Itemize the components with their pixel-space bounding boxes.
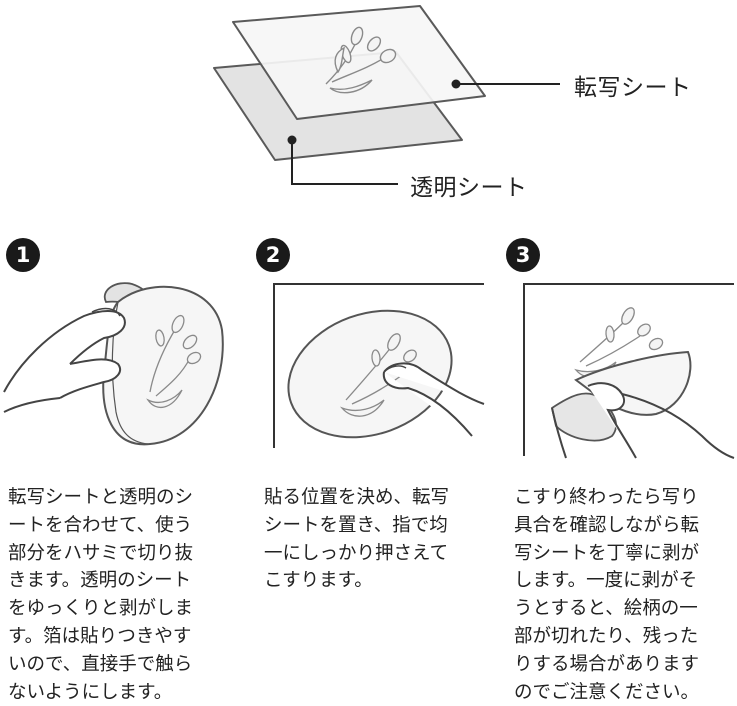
step-3-line: 部が切れたり、残った: [514, 625, 699, 647]
step-2-line: 貼る位置を決め、転写: [264, 487, 450, 508]
step-2-line: 一にしっかり押さえて: [264, 542, 449, 564]
step-1-line: をゆっくりと剥がしま: [8, 598, 194, 620]
sheets-diagram: [213, 5, 560, 185]
step-3-line: します。一度に剥がそ: [514, 570, 698, 592]
step-3-line: うとすると、絵柄の一: [514, 598, 698, 620]
step-1-line: 部分をハサミで切り抜: [8, 542, 194, 564]
transfer-sheet-shape: [232, 5, 486, 120]
transfer-sheet-label: 転写シート: [574, 75, 692, 101]
step-1-line: 転写シートと透明のシ: [8, 487, 194, 508]
step-2-text: 貼る位置を決め、転写 シートを置き、指で均 一にしっかり押さえて こすります。: [264, 484, 449, 595]
step-1-line: す。箔は貼りつきやす: [8, 625, 192, 647]
step-1-line: ないようにします。: [8, 681, 173, 703]
step-2-line: シートを置き、指で均: [264, 514, 448, 536]
step-3-illustration: [523, 283, 735, 459]
step-3-line: のでご注意ください。: [514, 681, 700, 703]
step-1-badge: 1: [6, 238, 40, 272]
step-3-text: こすり終わったら写り 具合を確認しながら転 写シートを丁寧に剥が します。一度に…: [514, 484, 699, 706]
step-3-line: 具合を確認しながら転: [514, 514, 700, 536]
step-1-line: ートを合わせて、使う: [8, 514, 193, 536]
step-3-line: こすり終わったら写り: [514, 487, 699, 508]
step-1-illustration: [3, 282, 224, 446]
step-3-line: 写シートを丁寧に剥が: [514, 542, 700, 564]
step-2-illustration: [273, 283, 485, 448]
step-2-line: こすります。: [264, 570, 373, 592]
step-3-badge: 3: [506, 238, 540, 272]
step-1-line: きます。透明のシート: [8, 570, 192, 592]
step-3-line: りする場合があります: [514, 653, 700, 675]
step-2-badge: 2: [256, 238, 290, 272]
step-1-line: いので、直接手で触ら: [8, 653, 193, 675]
clear-sheet-label: 透明シート: [410, 175, 528, 201]
step-1-text: 転写シートと透明のシ ートを合わせて、使う 部分をハサミで切り抜 きます。透明の…: [8, 484, 193, 706]
flower-illustration-icon: [325, 26, 397, 94]
